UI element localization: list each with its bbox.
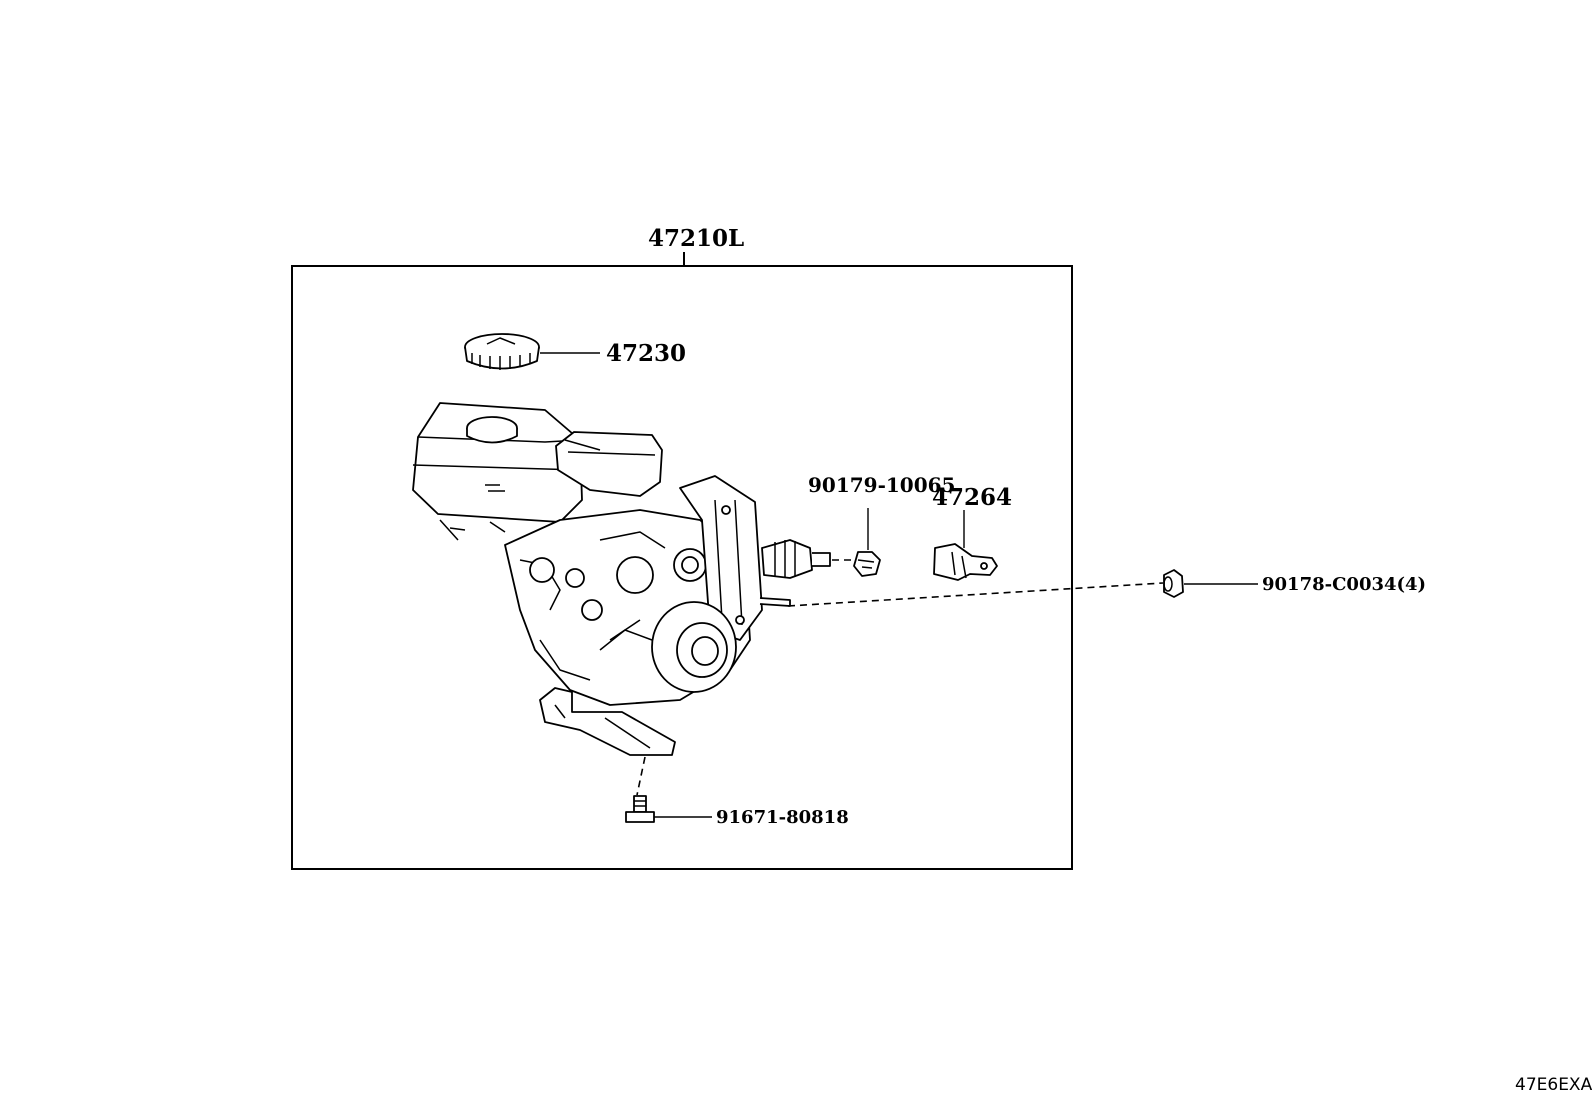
bracket-label[interactable]: 47264	[932, 484, 1012, 511]
reservoir-cap-part[interactable]	[464, 333, 540, 370]
assembly-boundary	[291, 265, 1073, 870]
bolt-part[interactable]	[625, 795, 655, 823]
bolt-dashline	[636, 756, 646, 796]
assembly-label[interactable]: 47210L	[648, 225, 744, 252]
bolt-label[interactable]: 91671-80818	[716, 807, 849, 828]
nut-label[interactable]: 90178-C0034(4)	[1262, 574, 1426, 595]
nut-part[interactable]	[1163, 569, 1184, 598]
illustration-code: 47E6EXA	[1515, 1075, 1592, 1095]
bracket-part[interactable]	[933, 543, 998, 581]
lower-bracket-part[interactable]	[539, 687, 676, 756]
gasket-label[interactable]: 90179-10065	[808, 473, 955, 497]
gasket-part[interactable]	[853, 551, 881, 577]
brake-actuator-part[interactable]	[412, 402, 831, 706]
reservoir-cap-label[interactable]: 47230	[606, 340, 686, 367]
nut-dashline	[787, 582, 1164, 607]
